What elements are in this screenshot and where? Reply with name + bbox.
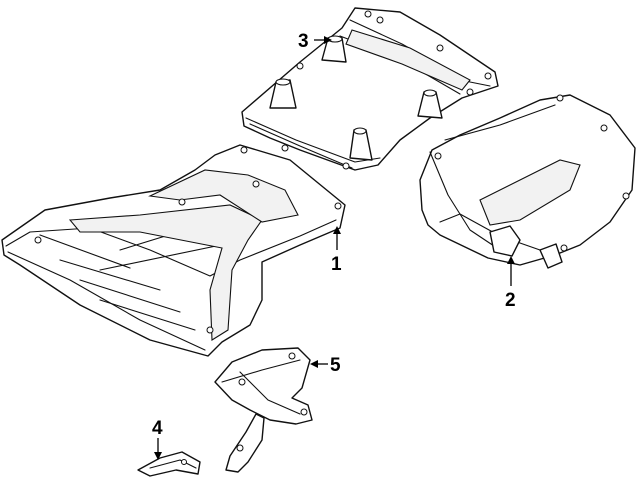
part-5-bracket-shield [214, 347, 313, 473]
callout-label-1: 1 [331, 254, 342, 275]
callout-5: 5 [310, 355, 341, 376]
callout-1: 1 [331, 226, 342, 275]
callout-4: 4 [152, 418, 163, 460]
part-4-small-bracket [137, 451, 201, 477]
callout-label-3: 3 [298, 31, 309, 52]
callout-label-5: 5 [330, 355, 341, 376]
callout-label-2: 2 [505, 290, 516, 311]
part-3-rear-underbody-shield [241, 7, 499, 171]
callout-label-4: 4 [152, 418, 163, 439]
callout-3: 3 [298, 31, 332, 52]
part-2-side-underbody-shield [419, 94, 636, 269]
callout-2: 2 [505, 256, 516, 311]
part-1-main-underbody-panel [1, 144, 346, 357]
